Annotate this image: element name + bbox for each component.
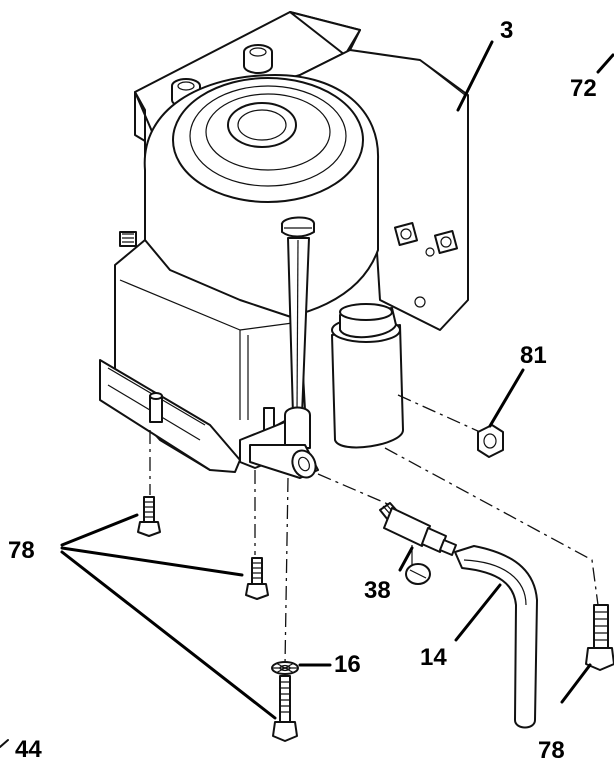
- bolt-78-a: [137, 496, 161, 537]
- callout-labels: 3 72 81 78 38 14 16 78 44: [0, 17, 597, 764]
- leader-lines: [60, 40, 614, 720]
- hex-nut: [477, 424, 504, 458]
- callout-44-leader: [0, 739, 9, 748]
- callout-38: 38: [364, 577, 391, 604]
- callout-81: 81: [520, 342, 547, 369]
- drain-hose: [454, 545, 538, 729]
- callout-78-group: 78: [8, 537, 35, 564]
- bolt-78-c: [272, 675, 298, 742]
- lock-washer: [271, 661, 299, 675]
- bolt-78-right: [585, 604, 614, 671]
- assembly-lines: [149, 394, 599, 666]
- drain-adapter: [379, 502, 457, 585]
- oil-filter: [331, 303, 404, 449]
- callout-72: 72: [570, 75, 597, 102]
- callout-3: 3: [500, 17, 513, 44]
- callout-16: 16: [334, 651, 361, 678]
- callout-78-right: 78: [538, 737, 565, 764]
- callout-44: 44: [15, 736, 42, 763]
- engine-assembly: [99, 11, 469, 473]
- fill-cap-right: [243, 44, 273, 74]
- bolt-78-b: [245, 557, 269, 600]
- dipstick-tube: [249, 216, 319, 479]
- callout-14: 14: [420, 644, 447, 671]
